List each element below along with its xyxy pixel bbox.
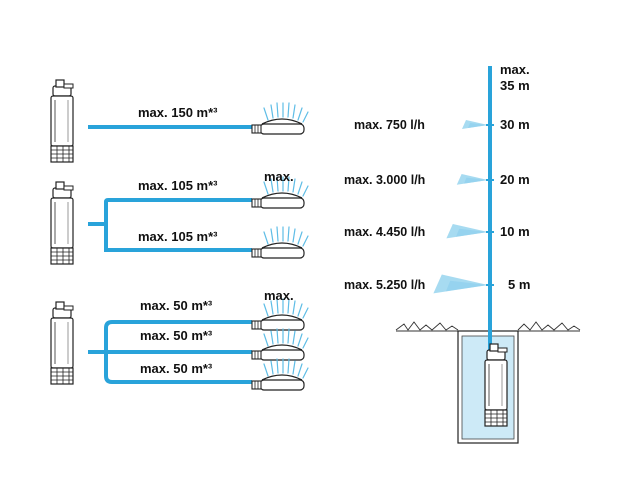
flow-label: max. 3.000 l/h <box>344 173 425 187</box>
spray-30m <box>462 120 488 129</box>
pump-icon <box>50 79 74 163</box>
sprinkler-icon <box>251 298 309 331</box>
flow-label: max. 4.450 l/h <box>344 225 425 239</box>
sprinkler-icon <box>251 328 309 361</box>
flow-label: max. 5.250 l/h <box>344 278 425 292</box>
pipe-length-label: max. 150 m*³ <box>138 105 218 120</box>
sprinkler-icon <box>251 358 309 391</box>
height-label: 30 m <box>500 117 530 132</box>
spray-10m <box>446 224 488 239</box>
single-pump-setup: max. 150 m*³ <box>50 79 309 163</box>
well-height-chart: max. 35 m max. 750 l/h 30 m max. 3.000 l… <box>344 62 581 444</box>
pump-icon <box>50 301 74 385</box>
branch-length-label: max. 50 m*³ <box>140 328 213 343</box>
sprinkler-icon <box>251 226 309 259</box>
spray-20m <box>456 174 488 185</box>
triple-sprinkler-setup: max. max. 50 m*³ max. 50 m*³ max. 50 m*³ <box>50 288 309 391</box>
branch-length-label: max. 105 m*³ <box>138 178 218 193</box>
branch-length-label: max. 50 m*³ <box>140 298 213 313</box>
sprinkler-icon <box>251 102 309 135</box>
branch-length-label: max. 50 m*³ <box>140 361 213 376</box>
max-label: max. <box>264 169 294 184</box>
double-sprinkler-setup: max. max. 105 m*³ max. 105 m*³ <box>50 169 309 265</box>
ground-grass <box>395 321 581 332</box>
max-height-label: max. <box>500 62 530 77</box>
height-label: 10 m <box>500 224 530 239</box>
height-label: 5 m <box>508 277 530 292</box>
spray-5m <box>433 274 488 294</box>
pipe-branch-top <box>88 198 252 226</box>
max-height-value: 35 m <box>500 78 530 93</box>
pipe-branch-bottom <box>104 224 252 252</box>
flow-label: max. 750 l/h <box>354 118 425 132</box>
pump-icon <box>50 181 74 265</box>
pump-icon <box>484 343 508 427</box>
branch-length-label: max. 105 m*³ <box>138 229 218 244</box>
max-label: max. <box>264 288 294 303</box>
height-label: 20 m <box>500 172 530 187</box>
